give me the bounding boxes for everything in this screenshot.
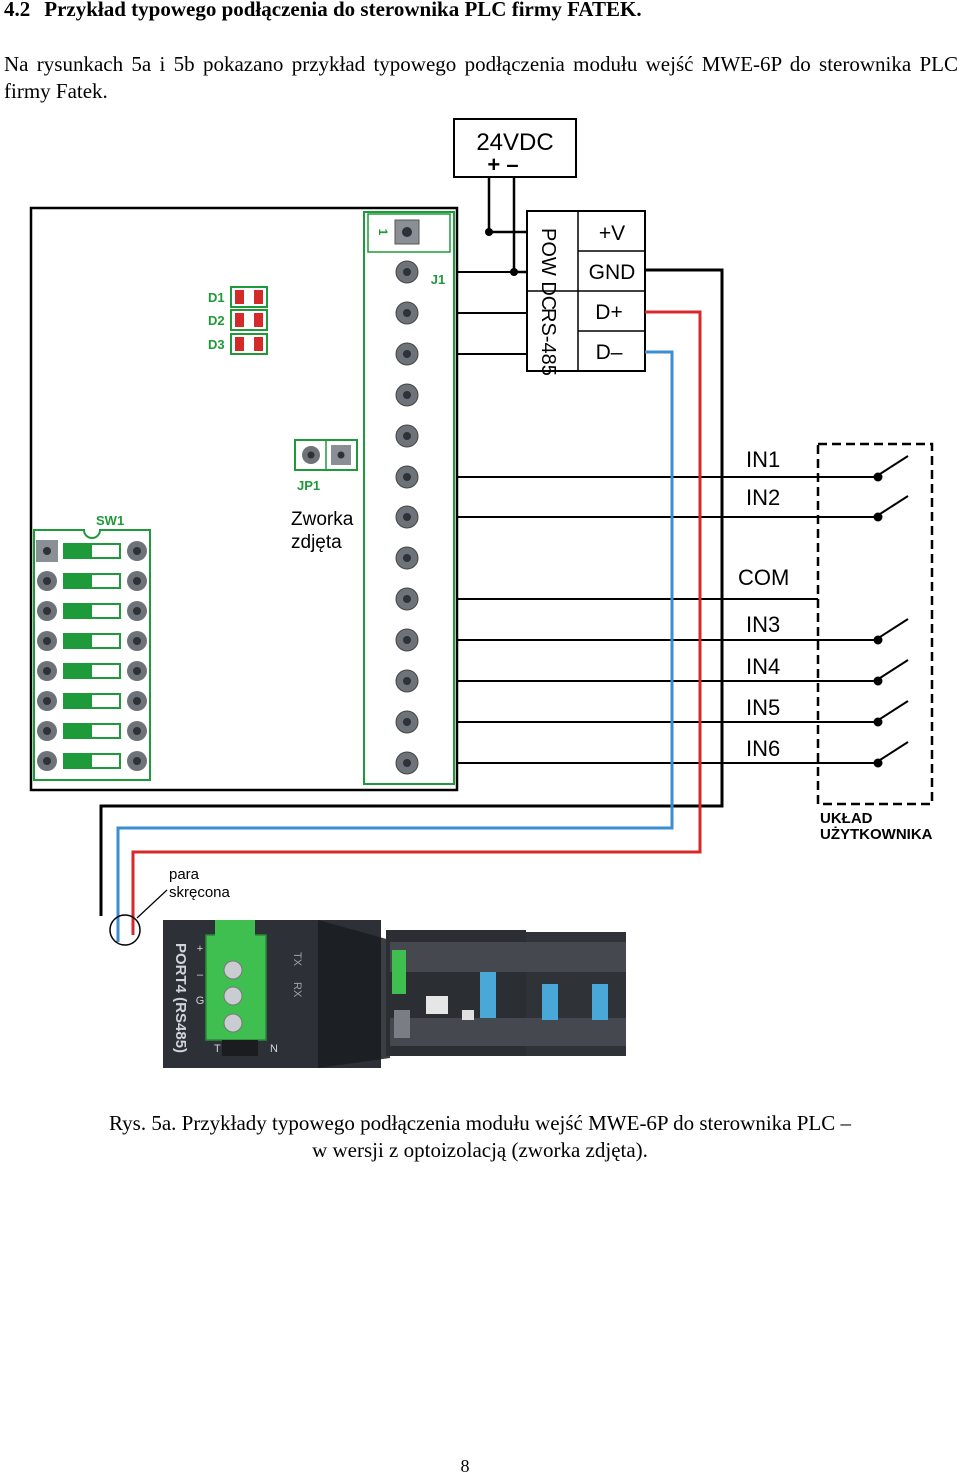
power-supply-label: 24VDC	[476, 129, 553, 156]
led-label-d2: D2	[208, 313, 225, 328]
wire-junction	[485, 228, 493, 236]
rs485-label: RS-485	[537, 308, 559, 376]
caption-line1: Rys. 5a. Przykłady typowego podłączenia …	[108, 1111, 851, 1135]
section-heading: 4.2 Przykład typowego podłączenia do ster…	[4, 0, 642, 22]
terminal-plus-v: +V	[599, 222, 625, 245]
intro-paragraph: Na rysunkach 5a i 5b pokazano przykład t…	[4, 52, 958, 103]
section-number: 4.2	[4, 0, 31, 21]
page-number: 8	[460, 1456, 470, 1476]
d-plus-wire	[131, 310, 702, 935]
plc-port-closeup: PORT4 (RS485) + – G TX RX T N	[163, 920, 390, 1068]
input-label-in2: IN2	[746, 485, 780, 510]
twisted-pair-line1: para	[169, 866, 200, 883]
port-pin-minus: –	[197, 969, 204, 981]
wiring-diagram: 24VDC + – POW DC RS-485 +V GND D+ D– 1 J…	[29, 118, 934, 1068]
led-d3	[230, 333, 268, 355]
power-plus-wire	[487, 177, 528, 234]
d-minus-wire	[116, 350, 674, 942]
sw1-outline	[33, 529, 151, 781]
led-d2	[230, 309, 268, 331]
user-circuit-line1: UKŁAD	[820, 810, 873, 827]
led-label-d1: D1	[208, 290, 225, 305]
fatek-plc-illustration	[386, 930, 626, 1056]
pin1-label: 1	[376, 229, 390, 236]
caption-line2: w wersji z optoizolacją (zworka zdjęta).	[312, 1138, 648, 1162]
power-supply-box	[453, 118, 577, 178]
port-label: PORT4 (RS485)	[172, 943, 189, 1053]
j1-label: J1	[431, 272, 445, 287]
user-circuit-line2: UŻYTKOWNIKA	[820, 826, 933, 843]
board-wires	[457, 271, 818, 764]
jumper-note-line1: Zworka	[291, 509, 354, 530]
sw1-switches	[36, 540, 147, 771]
led-d1	[230, 286, 268, 308]
jumper-note-line2: zdjęta	[291, 532, 342, 553]
input-label-in3: IN3	[746, 612, 780, 637]
twisted-pair-marker	[109, 914, 141, 946]
power-polarity-label: + –	[487, 152, 518, 177]
terminal-d-minus: D–	[596, 341, 623, 364]
figure-caption: Rys. 5a. Przykłady typowego podłączenia …	[0, 1110, 960, 1164]
sw1-label: SW1	[96, 513, 124, 528]
port-led-rx: RX	[291, 982, 303, 998]
led-label-d3: D3	[208, 337, 225, 352]
section-title: Przykład typowego podłączenia do sterown…	[44, 0, 642, 21]
port-pin-g: G	[196, 995, 205, 1007]
port-bottom-right: N	[270, 1043, 278, 1055]
input-label-in6: IN6	[746, 736, 780, 761]
jp1-label: JP1	[297, 478, 320, 493]
input-label-in5: IN5	[746, 695, 780, 720]
port-pin-plus: +	[197, 943, 203, 955]
twisted-pair-line2: skręcona	[169, 884, 231, 901]
terminal-d-plus: D+	[595, 301, 622, 324]
user-circuit-box	[816, 442, 934, 806]
port-led-tx: TX	[291, 952, 303, 967]
pow-dc-label: POW DC	[537, 228, 559, 310]
user-switches	[818, 455, 909, 768]
input-label-in4: IN4	[746, 654, 780, 679]
terminal-gnd: GND	[589, 261, 636, 284]
power-minus-wire	[512, 177, 528, 274]
gnd-wire	[99, 268, 724, 916]
port-bottom-left: T	[214, 1043, 221, 1055]
j1-connector	[363, 211, 455, 785]
input-label-in1: IN1	[746, 447, 780, 472]
input-label-com: COM	[738, 565, 789, 590]
